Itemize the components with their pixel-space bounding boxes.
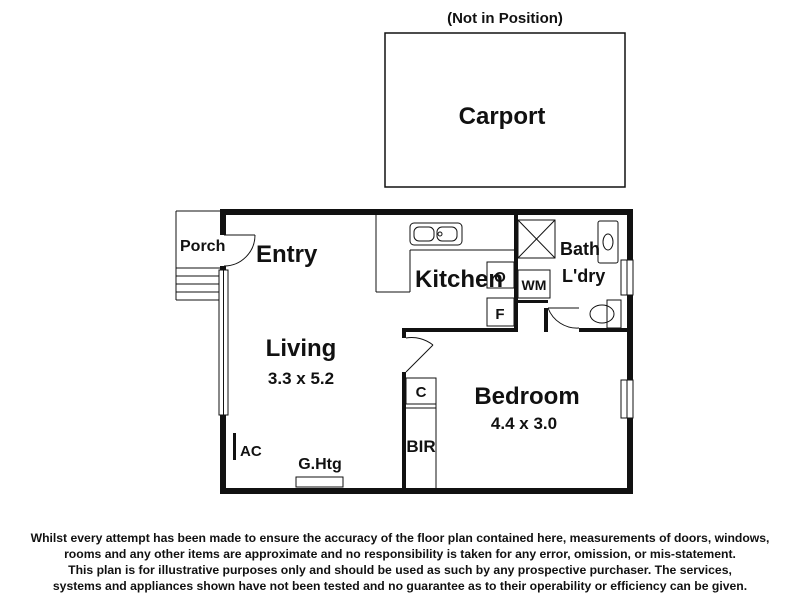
porch-steps	[175, 210, 220, 301]
carport-outline	[384, 32, 626, 188]
ac-unit	[233, 433, 236, 460]
carport-note: (Not in Position)	[447, 10, 563, 27]
bath-label: Bath	[560, 239, 600, 259]
ac-label: AC	[240, 443, 262, 460]
bedroom-label: Bedroom	[474, 383, 579, 410]
carport-label: Carport	[459, 103, 546, 130]
laundry-label: L'dry	[562, 266, 605, 286]
porch-label: Porch	[180, 238, 225, 255]
floor-plan: (Not in Position) Carport Porch Entry	[175, 10, 634, 494]
shower-icon	[517, 219, 556, 259]
washing-machine-label: WM	[522, 277, 547, 293]
windows	[620, 259, 634, 419]
living-window	[218, 269, 229, 416]
cupboard-label: C	[416, 384, 427, 401]
bir-label: BIR	[406, 437, 435, 456]
basin-icon	[597, 220, 619, 264]
gas-heater	[295, 476, 344, 488]
bedroom-door	[405, 337, 434, 373]
living-label: Living	[266, 335, 337, 362]
disclaimer-line: systems and appliances shown have not be…	[52, 579, 748, 593]
gas-heating-label: G.Htg	[298, 456, 342, 473]
bedroom-dimensions: 4.4 x 3.0	[491, 414, 557, 433]
washing-machine-box	[517, 269, 551, 299]
disclaimer: Whilst every attempt has been made to en…	[0, 530, 800, 594]
living-dimensions: 3.3 x 5.2	[268, 369, 334, 388]
disclaimer-line: rooms and any other items are approximat…	[64, 547, 736, 561]
toilet-icon	[589, 299, 622, 329]
oven-label: O	[494, 269, 506, 286]
entry-door	[223, 234, 256, 267]
robe-outline	[405, 377, 437, 488]
disclaimer-line: Whilst every attempt has been made to en…	[30, 531, 770, 545]
sink-icon	[409, 222, 463, 246]
kitchen-label: Kitchen	[415, 266, 503, 293]
kitchen-bench	[375, 215, 514, 293]
interior-walls	[402, 215, 627, 494]
entry-label: Entry	[256, 241, 318, 268]
fridge-label: F	[495, 306, 504, 323]
disclaimer-line: This plan is for illustrative purposes o…	[68, 563, 732, 577]
bath-door	[547, 307, 580, 329]
